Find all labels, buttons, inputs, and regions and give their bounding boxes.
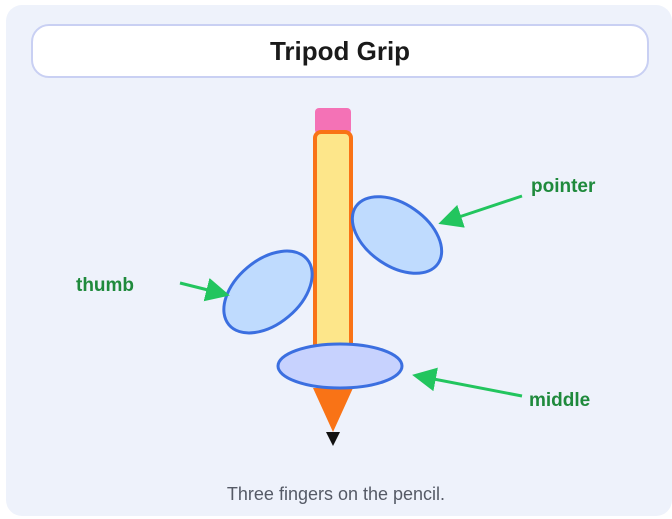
- middle-arrow: [412, 367, 523, 398]
- pencil-eraser: [315, 108, 351, 134]
- diagram-title: Tripod Grip: [269, 35, 411, 66]
- title-box: Tripod Grip: [31, 24, 649, 78]
- pencil-body: [313, 130, 353, 360]
- thumb-label: thumb: [76, 275, 134, 296]
- pencil-cone: [313, 388, 353, 432]
- pointer-label: pointer: [531, 176, 596, 197]
- pencil: [313, 108, 353, 446]
- pencil-tip: [326, 432, 340, 446]
- pointer-finger: [350, 195, 444, 275]
- thumb-finger: [222, 249, 314, 335]
- middle-finger: [276, 342, 404, 390]
- middle-label: middle: [529, 390, 590, 411]
- caption: Three fingers on the pencil.: [227, 484, 445, 504]
- thumb-arrow: [179, 277, 230, 302]
- pointer-arrow: [438, 194, 523, 228]
